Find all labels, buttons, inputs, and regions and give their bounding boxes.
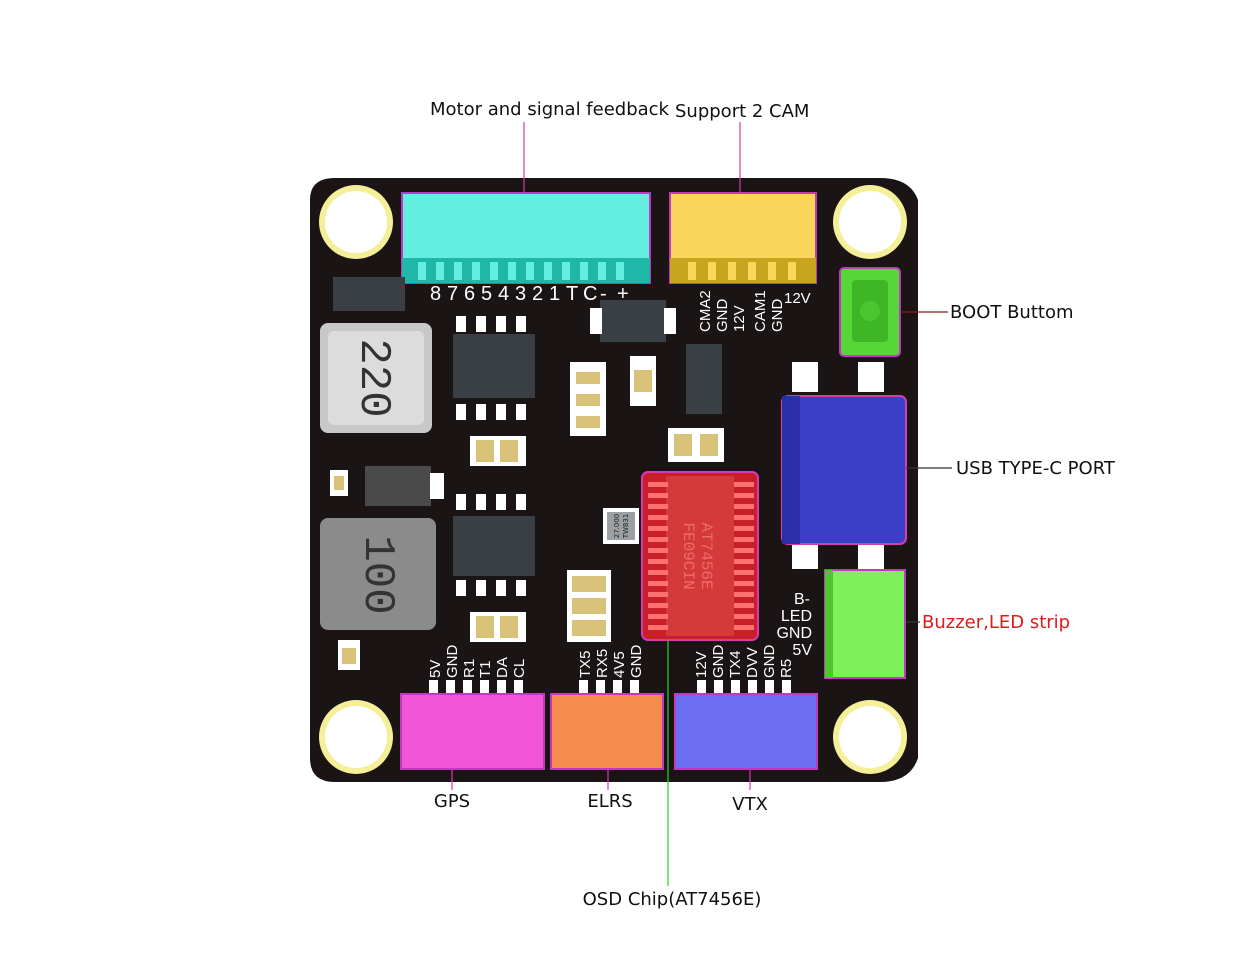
svg-text:GND: GND: [776, 625, 812, 642]
callout-lines: [451, 122, 952, 886]
svg-text:DVV: DVV: [744, 647, 761, 678]
svg-text:TX4: TX4: [727, 650, 744, 678]
svg-text:27.000: 27.000: [613, 514, 621, 539]
callout-usb: USB TYPE-C PORT: [956, 458, 1116, 479]
callout-buzzer: Buzzer,LED strip: [922, 612, 1070, 633]
callout-motor: Motor and signal feedback: [430, 99, 670, 120]
chip-pin: [648, 493, 668, 498]
svg-text:5V: 5V: [427, 660, 444, 678]
svg-text:LED: LED: [781, 608, 812, 625]
callout-boot: BOOT Buttom: [950, 302, 1074, 323]
chip-pin: [648, 603, 668, 608]
svg-text:4V5: 4V5: [611, 651, 628, 678]
boot-button[interactable]: [839, 267, 901, 357]
osd-chip: AT7456E FE09CIN: [641, 471, 759, 641]
svg-text:12V: 12V: [784, 290, 811, 307]
svg-text:GND: GND: [769, 299, 786, 333]
chip-pin: [648, 625, 668, 630]
chip-pin: [648, 526, 668, 531]
callout-cam: Support 2 CAM: [675, 101, 809, 122]
svg-text:GND: GND: [710, 645, 727, 679]
vtx-connector: [674, 693, 818, 770]
chip-pin: [734, 603, 754, 608]
chip-pin: [648, 482, 668, 487]
svg-text:FE09CIN: FE09CIN: [679, 522, 697, 589]
chip-pin: [734, 614, 754, 619]
chip-pin: [648, 537, 668, 542]
elrs-pads: [579, 680, 639, 694]
svg-text:TX5: TX5: [577, 650, 594, 678]
buzzer-pad-labels: B- LED GND 5V: [776, 591, 812, 659]
chip-pin: [734, 592, 754, 597]
chip-pin: [648, 559, 668, 564]
gps-pads: [429, 680, 523, 694]
svg-text:12V: 12V: [731, 305, 748, 332]
svg-text:GND: GND: [714, 299, 731, 333]
chip-pin: [734, 493, 754, 498]
svg-text:GND: GND: [628, 645, 645, 679]
chip-pin: [648, 570, 668, 575]
cam-connector: [669, 192, 817, 284]
chip-pin: [734, 570, 754, 575]
chip-pin: [734, 526, 754, 531]
crystal: 27.000 TW831: [603, 508, 639, 544]
svg-text:GND: GND: [761, 645, 778, 679]
chip-pin: [734, 482, 754, 487]
svg-text:R1: R1: [461, 659, 478, 678]
chip-pin: [734, 581, 754, 586]
chip-pin: [648, 515, 668, 520]
inductor-100: 100: [320, 518, 436, 630]
callout-vtx: VTX: [732, 794, 768, 815]
chip-pin: [734, 548, 754, 553]
gps-pad-labels: 5V GND R1 T1 DA CL: [427, 645, 528, 679]
svg-text:TW831: TW831: [622, 514, 630, 540]
chip-pin: [648, 581, 668, 586]
vtx-pads: [697, 680, 791, 694]
chip-pin: [734, 504, 754, 509]
svg-text:B-: B-: [794, 591, 810, 608]
svg-text:CAM1: CAM1: [752, 290, 769, 332]
chip-pin: [648, 548, 668, 553]
ic-components: [330, 277, 884, 670]
motor-connector: [401, 192, 651, 284]
chip-pin: [648, 614, 668, 619]
vtx-pad-labels: 12V GND TX4 DVV GND R5: [693, 645, 795, 679]
chip-pin: [648, 504, 668, 509]
svg-text:220: 220: [348, 338, 398, 417]
callout-elrs: ELRS: [587, 791, 632, 812]
svg-text:100: 100: [352, 535, 402, 614]
callout-gps: GPS: [434, 791, 470, 812]
chip-pin: [734, 625, 754, 630]
svg-text:GND: GND: [444, 645, 461, 679]
cam-pad-labels: CMA2 GND 12V CAM1 GND 12V: [697, 290, 811, 332]
svg-text:DA: DA: [494, 657, 511, 678]
elrs-pad-labels: TX5 RX5 4V5 GND: [577, 645, 645, 679]
svg-text:RX5: RX5: [594, 649, 611, 678]
chip-pin: [734, 537, 754, 542]
svg-text:12V: 12V: [693, 651, 710, 678]
mounting-holes: [319, 185, 907, 774]
chip-pin: [734, 559, 754, 564]
chip-pin: [734, 515, 754, 520]
chip-pin: [648, 592, 668, 597]
inductor-220: 220: [320, 323, 432, 433]
gps-connector: [400, 693, 545, 770]
svg-text:R5: R5: [778, 659, 795, 678]
usb-type-c-port[interactable]: [781, 395, 907, 545]
svg-text:5V: 5V: [792, 642, 812, 659]
svg-text:AT7456E: AT7456E: [697, 522, 715, 589]
callout-osd: OSD Chip(AT7456E): [583, 889, 762, 910]
svg-text:CMA2: CMA2: [697, 290, 714, 332]
svg-text:CL: CL: [511, 659, 528, 678]
svg-text:T1: T1: [477, 660, 494, 678]
elrs-connector: [550, 693, 664, 770]
buzzer-led-connector: [824, 569, 906, 679]
